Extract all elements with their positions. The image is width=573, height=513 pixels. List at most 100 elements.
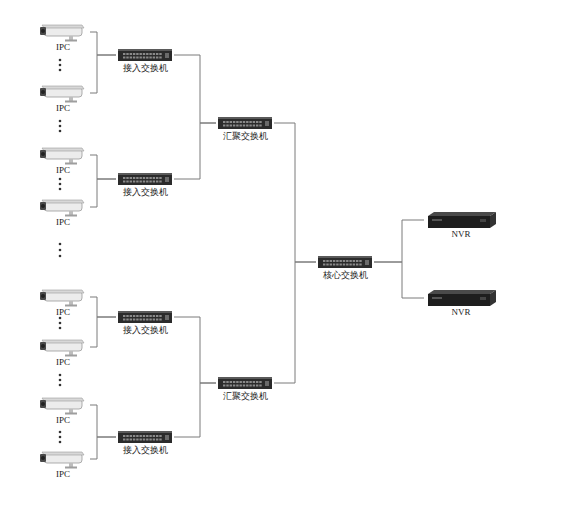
icon-part: [143, 57, 145, 59]
camera-icon: [36, 22, 90, 42]
icon-part: [123, 439, 125, 441]
icon-part: [143, 319, 145, 321]
icon-part: [165, 435, 169, 440]
icon-part: [40, 88, 46, 96]
icon-part: [153, 435, 155, 437]
icon-part: [359, 260, 361, 262]
icon-part: [432, 219, 442, 221]
device-label: IPC: [36, 415, 90, 426]
icon-part: [126, 315, 128, 317]
icon-part: [140, 177, 142, 179]
icon-part: [428, 294, 490, 306]
icon-part: [230, 381, 232, 383]
icon-part: [140, 435, 142, 437]
icon-part: [69, 211, 73, 215]
icon-part: [349, 264, 351, 266]
network-cable: [90, 405, 116, 437]
network-cable: [374, 220, 424, 262]
device-label: IPC: [36, 469, 90, 480]
icon-part: [353, 264, 355, 266]
icon-part: [253, 125, 255, 127]
camera-node: IPC: [36, 287, 90, 318]
icon-part: [118, 311, 172, 313]
icon-part: [333, 264, 335, 266]
icon-part: [136, 439, 138, 441]
switch-node: 接入交换机: [116, 47, 174, 74]
icon-part: [69, 301, 73, 305]
icon-part: [130, 53, 132, 55]
icon-part: [136, 177, 138, 179]
icon-part: [153, 181, 155, 183]
dot: [59, 64, 62, 67]
camera-icon: [36, 449, 90, 469]
icon-part: [69, 159, 73, 163]
device-label: 汇聚交换机: [216, 131, 274, 142]
icon-part: [243, 121, 245, 123]
icon-part: [218, 117, 272, 129]
icon-part: [153, 177, 155, 179]
icon-part: [343, 264, 345, 266]
icon-part: [226, 381, 228, 383]
icon-part: [130, 315, 132, 317]
icon-part: [218, 377, 272, 379]
icon-part: [118, 431, 172, 433]
icon-part: [318, 256, 372, 268]
icon-part: [146, 439, 148, 441]
dot: [59, 59, 62, 62]
icon-part: [256, 125, 258, 127]
network-cable: [274, 262, 316, 383]
icon-part: [253, 385, 255, 387]
icon-part: [226, 385, 228, 387]
icon-part: [42, 398, 84, 401]
switch-icon: [116, 171, 174, 187]
icon-part: [140, 315, 142, 317]
icon-part: [149, 319, 151, 321]
camera-icon: [36, 197, 90, 217]
icon-part: [259, 385, 261, 387]
switch-icon: [216, 375, 274, 391]
icon-part: [69, 463, 73, 467]
icon-part: [223, 381, 225, 383]
icon-part: [146, 315, 148, 317]
icon-part: [156, 177, 158, 179]
camera-icon: [36, 337, 90, 357]
icon-part: [230, 385, 232, 387]
switch-node: 接入交换机: [116, 429, 174, 456]
icon-part: [140, 57, 142, 59]
icon-part: [246, 125, 248, 127]
icon-part: [42, 200, 84, 203]
icon-part: [326, 260, 328, 262]
icon-part: [126, 435, 128, 437]
dot: [59, 379, 62, 382]
nvr-icon: [424, 211, 498, 229]
icon-part: [136, 319, 138, 321]
icon-part: [343, 260, 345, 262]
icon-part: [490, 290, 496, 306]
icon-part: [69, 409, 73, 413]
switch-icon: [316, 254, 374, 270]
network-cable: [90, 155, 116, 179]
network-cable: [90, 317, 116, 347]
icon-part: [159, 439, 161, 441]
icon-part: [133, 177, 135, 179]
icon-part: [143, 439, 145, 441]
device-label: NVR: [424, 229, 498, 240]
device-label: IPC: [36, 103, 90, 114]
icon-part: [336, 260, 338, 262]
network-cable: [174, 383, 216, 437]
icon-part: [41, 29, 45, 33]
icon-part: [118, 173, 172, 175]
icon-part: [123, 177, 125, 179]
icon-part: [159, 177, 161, 179]
icon-part: [143, 53, 145, 55]
icon-part: [123, 57, 125, 59]
icon-part: [246, 121, 248, 123]
icon-part: [41, 90, 45, 94]
icon-part: [123, 181, 125, 183]
network-cable: [90, 297, 116, 317]
icon-part: [156, 53, 158, 55]
icon-part: [156, 57, 158, 59]
icon-part: [136, 435, 138, 437]
icon-part: [253, 381, 255, 383]
icon-part: [256, 385, 258, 387]
